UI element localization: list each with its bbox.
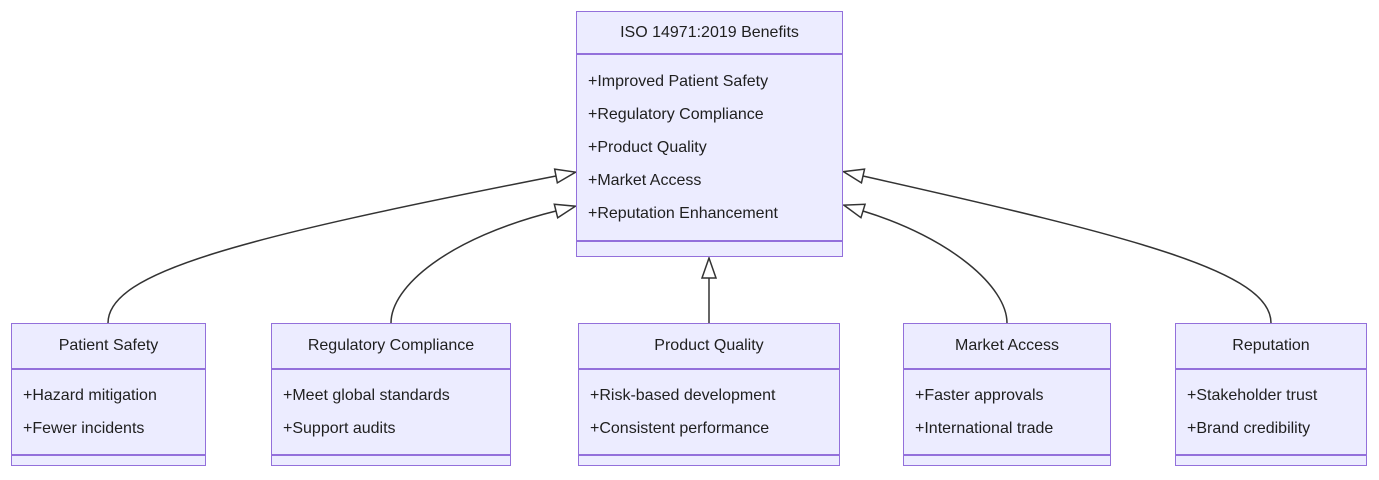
- class-attributes: +Improved Patient Safety +Regulatory Com…: [577, 53, 842, 240]
- class-attribute: +International trade: [915, 419, 1054, 437]
- class-attributes: +Stakeholder trust +Brand credibility: [1176, 368, 1366, 454]
- class-attributes: +Hazard mitigation +Fewer incidents: [12, 368, 205, 454]
- class-box-regulatory-compliance: Regulatory Compliance +Meet global stand…: [271, 323, 511, 466]
- class-box-market-access: Market Access +Faster approvals +Interna…: [903, 323, 1111, 466]
- class-methods-empty: [272, 454, 510, 467]
- class-title: Regulatory Compliance: [307, 337, 475, 354]
- class-attribute: +Reputation Enhancement: [588, 204, 778, 222]
- class-title: ISO 14971:2019 Benefits: [620, 23, 799, 41]
- class-methods-empty: [904, 454, 1110, 467]
- edge-regulatory-compliance-inheritance: [390, 203, 578, 324]
- class-methods-empty: [1176, 454, 1366, 467]
- class-box-product-quality: Product Quality +Risk-based development …: [578, 323, 840, 466]
- class-attribute: +Market Access: [588, 171, 702, 189]
- class-attributes: +Risk-based development +Consistent perf…: [579, 368, 839, 454]
- class-attribute: +Product Quality: [588, 138, 707, 156]
- edge-market-access-inheritance: [841, 203, 1008, 324]
- class-methods-empty: [579, 454, 839, 467]
- class-attribute: +Consistent performance: [590, 419, 770, 437]
- edge-reputation-inheritance: [841, 168, 1272, 324]
- class-attribute: +Risk-based development: [590, 386, 776, 404]
- class-box-reputation: Reputation +Stakeholder trust +Brand cre…: [1175, 323, 1367, 466]
- class-attribute: +Support audits: [283, 419, 396, 437]
- class-methods-empty: [12, 454, 205, 467]
- class-attribute: +Stakeholder trust: [1187, 386, 1318, 404]
- class-attribute: +Faster approvals: [915, 386, 1044, 404]
- class-attribute: +Brand credibility: [1187, 419, 1311, 437]
- class-box-iso-14971-benefits: ISO 14971:2019 Benefits +Improved Patien…: [576, 11, 843, 257]
- class-attribute: +Fewer incidents: [23, 419, 145, 437]
- class-title: Reputation: [1232, 337, 1310, 354]
- class-title: Patient Safety: [58, 337, 159, 354]
- edge-patient-safety-inheritance: [107, 168, 578, 324]
- class-title: Product Quality: [654, 337, 764, 354]
- class-methods-empty: [577, 240, 842, 258]
- class-attribute: +Meet global standards: [283, 386, 450, 404]
- class-attributes: +Meet global standards +Support audits: [272, 368, 510, 454]
- class-attribute: +Regulatory Compliance: [588, 105, 764, 123]
- class-attributes: +Faster approvals +International trade: [904, 368, 1110, 454]
- class-box-patient-safety: Patient Safety +Hazard mitigation +Fewer…: [11, 323, 206, 466]
- class-title: Market Access: [954, 337, 1060, 354]
- class-attribute: +Hazard mitigation: [23, 386, 157, 404]
- class-attribute: +Improved Patient Safety: [588, 72, 769, 90]
